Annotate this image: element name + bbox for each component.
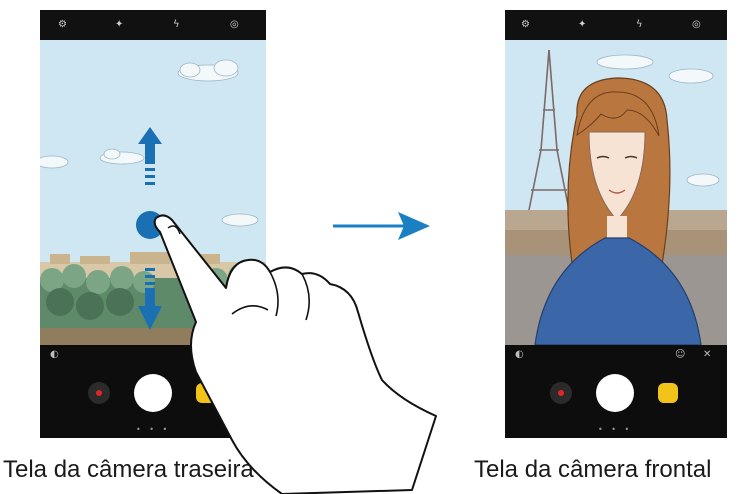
camera-bottom-bar: ◐ ☺ ✕ • • •	[505, 345, 727, 438]
effects-icon[interactable]: ✕	[703, 349, 712, 360]
settings-icon[interactable]: ⚙	[521, 19, 530, 30]
shutter-button[interactable]	[134, 374, 172, 412]
flash-icon[interactable]: ϟ	[173, 19, 180, 30]
bixby-vision-button[interactable]	[196, 383, 216, 403]
record-button[interactable]	[88, 382, 110, 404]
settings-icon[interactable]: ⚙	[58, 19, 67, 30]
beauty-icon[interactable]: ☺	[675, 349, 686, 360]
front-camera-caption: Tela da câmera frontal	[474, 456, 712, 483]
front-camera-screen: ⚙ ✦ ϟ ◎	[505, 10, 727, 438]
filter-icon[interactable]: ✦	[578, 19, 587, 30]
camera-top-bar: ⚙ ✦ ϟ ◎	[40, 10, 266, 40]
shutter-button[interactable]	[596, 374, 634, 412]
record-button[interactable]	[550, 382, 572, 404]
camera-top-bar: ⚙ ✦ ϟ ◎	[505, 10, 727, 40]
rear-camera-caption: Tela da câmera traseira	[3, 456, 254, 483]
flash-icon[interactable]: ϟ	[636, 19, 643, 30]
switch-camera-icon[interactable]: ◐	[50, 349, 59, 360]
front-viewfinder[interactable]	[505, 40, 727, 345]
mode-indicator-dots: • • •	[136, 425, 171, 434]
switch-camera-icon[interactable]: ◐	[515, 349, 524, 360]
right-arrow-icon	[333, 212, 430, 240]
more-icon[interactable]: ◎	[692, 19, 701, 30]
more-icon[interactable]: ◎	[230, 19, 239, 30]
mode-indicator-dots: • • •	[598, 425, 633, 434]
filter-icon[interactable]: ✦	[115, 19, 124, 30]
rear-viewfinder[interactable]	[40, 40, 266, 345]
rear-camera-screen: ⚙ ✦ ϟ ◎	[40, 10, 266, 438]
camera-bottom-bar: ◐ • • •	[40, 345, 266, 438]
bixby-vision-button[interactable]	[658, 383, 678, 403]
